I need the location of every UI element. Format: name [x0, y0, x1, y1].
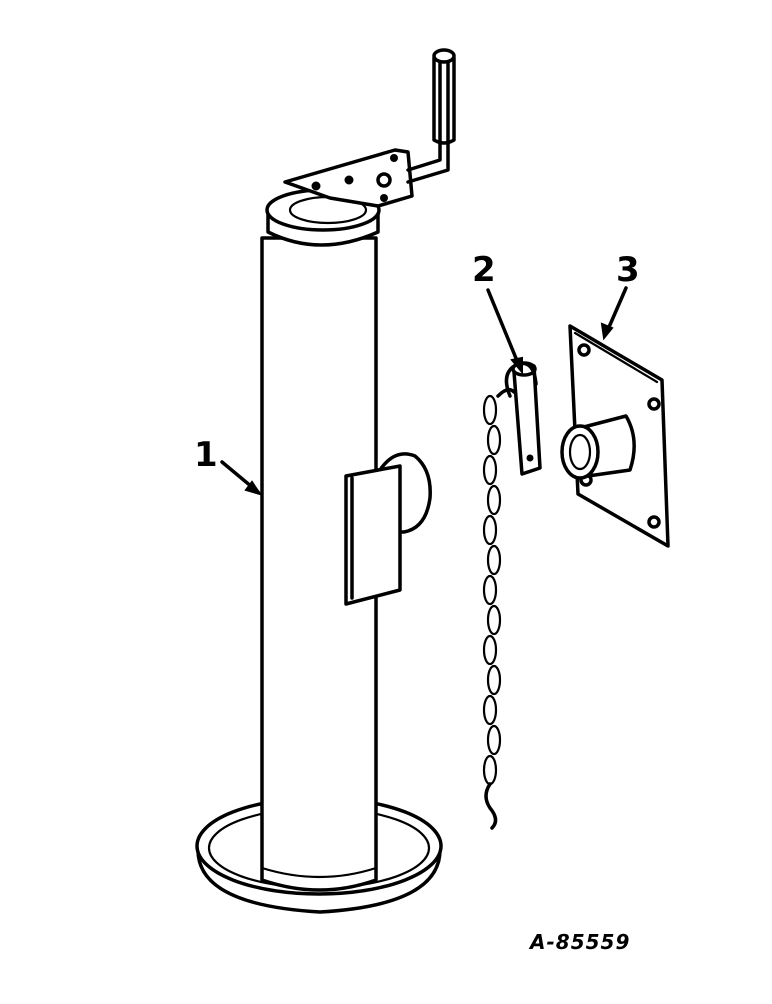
- pin-with-chain-icon: [482, 361, 542, 830]
- callout-1: 1: [194, 435, 218, 475]
- leader-line-2: [486, 288, 522, 370]
- callout-2: 2: [472, 250, 496, 290]
- leader-arrowhead-3: [600, 322, 614, 341]
- mounting-plate-icon: [560, 324, 670, 548]
- leader-arrowhead-2: [510, 356, 523, 375]
- drawing-number: A-85559: [530, 930, 631, 954]
- leader-arrowhead-1: [244, 480, 263, 496]
- jack-stand-icon: [195, 48, 456, 914]
- callout-3: 3: [616, 250, 640, 290]
